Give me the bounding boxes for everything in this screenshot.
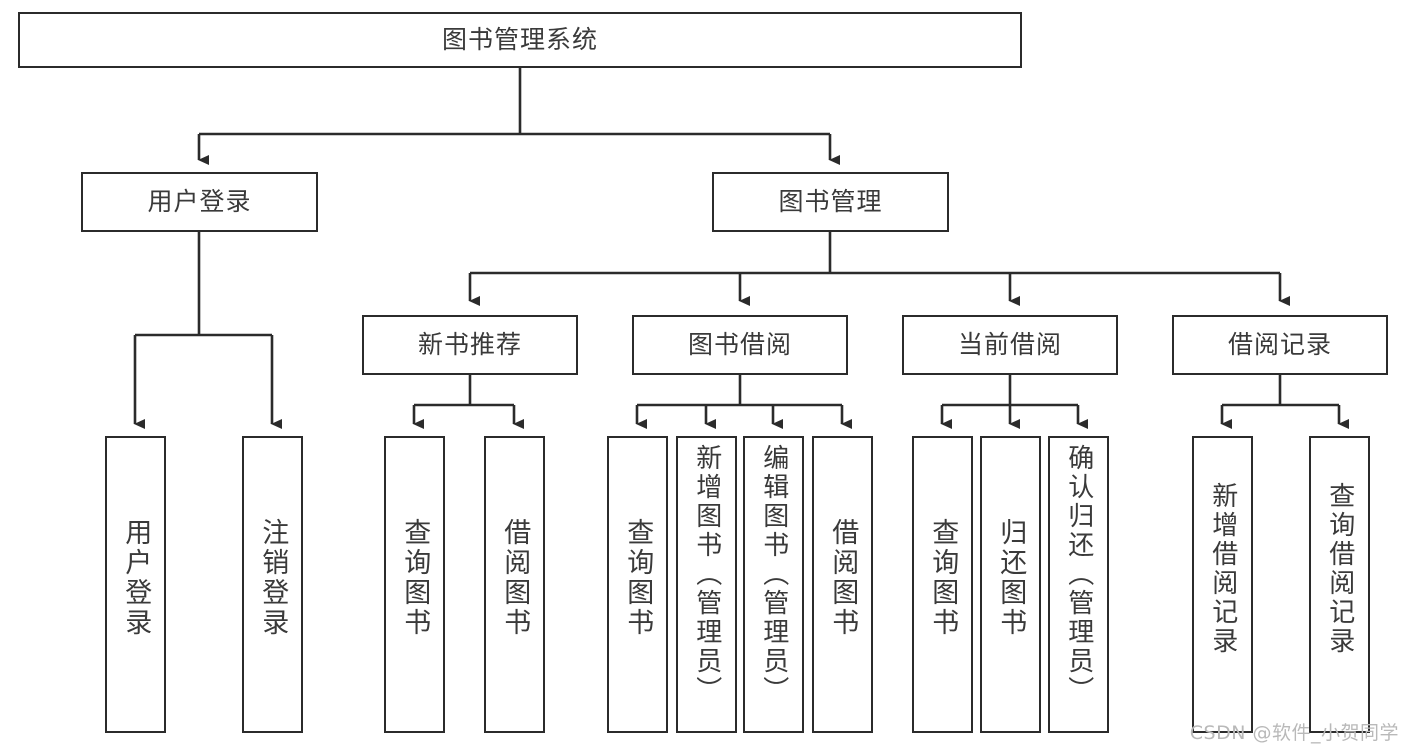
node-label: 新增图书（管理员）	[691, 444, 722, 705]
leaf-new-book-query-book[interactable]: 查询图书	[384, 436, 445, 733]
leaf-borrow-record-add-record[interactable]: 新增借阅记录	[1192, 436, 1253, 733]
node-root-system[interactable]: 图书管理系统	[18, 12, 1022, 68]
node-label: 当前借阅	[957, 330, 1062, 360]
leaf-book-borrow-borrow-book[interactable]: 借阅图书	[812, 436, 873, 733]
node-book-borrow[interactable]: 图书借阅	[632, 315, 848, 375]
node-label: 图书借阅	[687, 330, 792, 360]
node-label: 归还图书	[995, 518, 1027, 638]
node-label: 用户登录	[120, 518, 152, 638]
leaf-new-book-borrow-book[interactable]: 借阅图书	[484, 436, 545, 733]
node-label: 借阅图书	[827, 518, 859, 638]
node-label: 借阅记录	[1227, 330, 1332, 360]
leaf-current-borrow-confirm-return[interactable]: 确认归还（管理员）	[1048, 436, 1109, 733]
node-label: 查询图书	[399, 518, 431, 638]
node-label: 借阅图书	[499, 518, 531, 638]
node-label: 新增借阅记录	[1207, 482, 1238, 656]
node-label: 查询图书	[927, 518, 959, 638]
watermark-text: CSDN @软件_小贺同学	[1189, 722, 1399, 744]
node-current-borrow[interactable]: 当前借阅	[902, 315, 1118, 375]
leaf-current-borrow-query-book[interactable]: 查询图书	[912, 436, 973, 733]
node-label: 用户登录	[147, 187, 252, 217]
leaf-current-borrow-return-book[interactable]: 归还图书	[980, 436, 1041, 733]
leaf-user-login-login[interactable]: 用户登录	[105, 436, 166, 733]
node-label: 图书管理系统	[441, 25, 598, 55]
leaf-user-login-logout[interactable]: 注销登录	[242, 436, 303, 733]
node-user-login[interactable]: 用户登录	[81, 172, 318, 232]
leaf-borrow-record-query-record[interactable]: 查询借阅记录	[1309, 436, 1370, 733]
node-book-management[interactable]: 图书管理	[712, 172, 949, 232]
node-label: 确认归还（管理员）	[1063, 444, 1094, 705]
leaf-book-borrow-add-book[interactable]: 新增图书（管理员）	[676, 436, 737, 733]
node-label: 图书管理	[778, 187, 883, 217]
node-new-book-recommend[interactable]: 新书推荐	[362, 315, 578, 375]
leaf-book-borrow-edit-book[interactable]: 编辑图书（管理员）	[743, 436, 804, 733]
node-label: 新书推荐	[417, 330, 522, 360]
node-label: 编辑图书（管理员）	[758, 444, 789, 705]
node-label: 查询图书	[622, 518, 654, 638]
node-label: 注销登录	[257, 518, 289, 638]
node-borrow-record[interactable]: 借阅记录	[1172, 315, 1388, 375]
leaf-book-borrow-query-book[interactable]: 查询图书	[607, 436, 668, 733]
node-label: 查询借阅记录	[1324, 482, 1355, 656]
